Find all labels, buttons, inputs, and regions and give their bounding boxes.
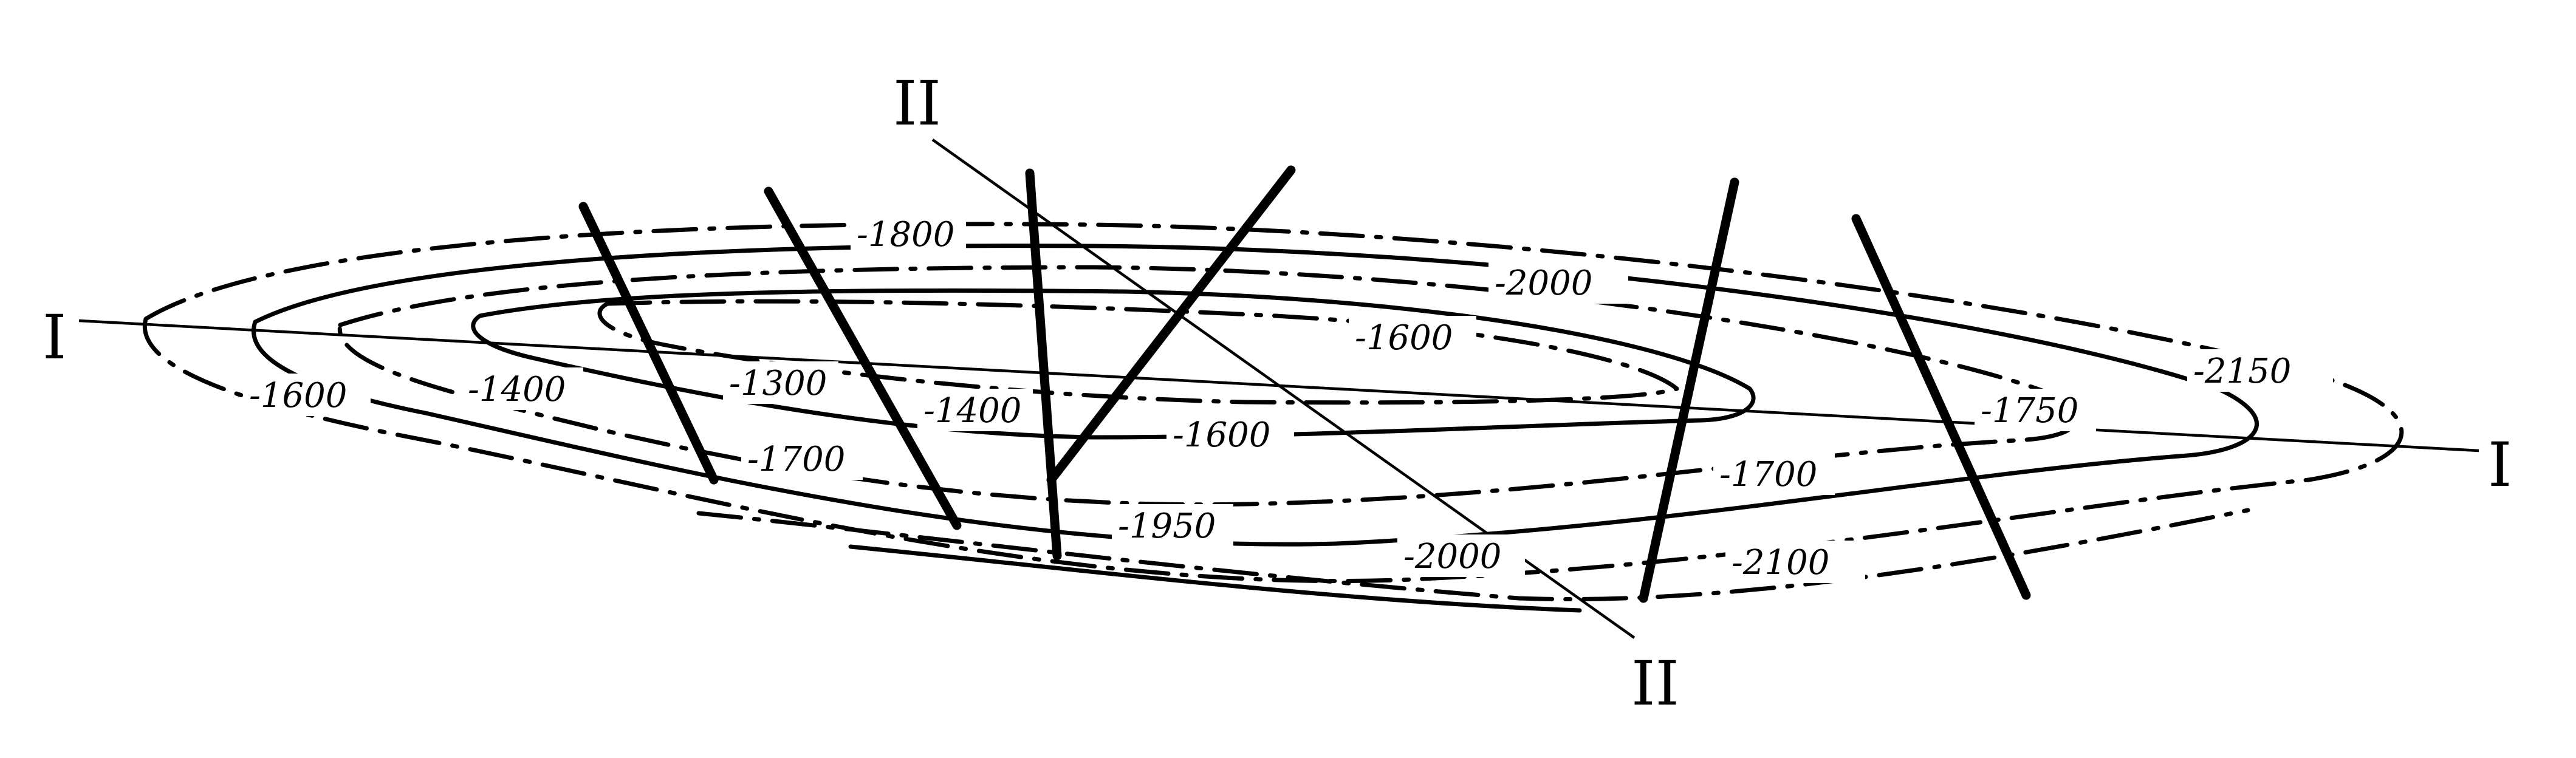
profile-I-right-label: I (2488, 429, 2512, 500)
contour-line (696, 508, 2250, 601)
contour-label: -2000 (1495, 264, 1592, 303)
label-masks (243, 213, 2333, 583)
contour-label: -1300 (729, 364, 827, 403)
contour-label: -2000 (1403, 537, 1501, 576)
contour-label: -2150 (2193, 352, 2291, 391)
profile-I-left-label: I (43, 302, 67, 373)
contour-label: -1750 (1981, 391, 2078, 431)
contour-line (337, 265, 2079, 507)
fault-line (764, 186, 962, 530)
fault-line (578, 202, 719, 485)
contour-label: -1400 (468, 370, 566, 409)
contour-line (471, 288, 1756, 440)
contour-label: -1800 (857, 215, 954, 254)
fault-line (1046, 165, 1296, 485)
contour-label: -2100 (1732, 543, 1829, 582)
contour-label: -1600 (1173, 415, 1270, 455)
profile-II-bottom-label: II (1631, 648, 1679, 719)
contour-label: -1700 (747, 440, 845, 479)
profile-line-II (931, 138, 1636, 639)
fault-line (1025, 168, 1062, 561)
contour-label: -1600 (249, 376, 347, 415)
contour-label: -1400 (923, 391, 1021, 431)
fault-line (1851, 214, 2031, 600)
contour-line (848, 544, 1582, 613)
contour-label: -1700 (1719, 455, 1817, 494)
contour-label: -1950 (1118, 507, 1216, 546)
fault-line (1639, 177, 1739, 603)
contour-label: -1600 (1355, 318, 1453, 358)
profile-II-top-label: II (893, 68, 941, 139)
